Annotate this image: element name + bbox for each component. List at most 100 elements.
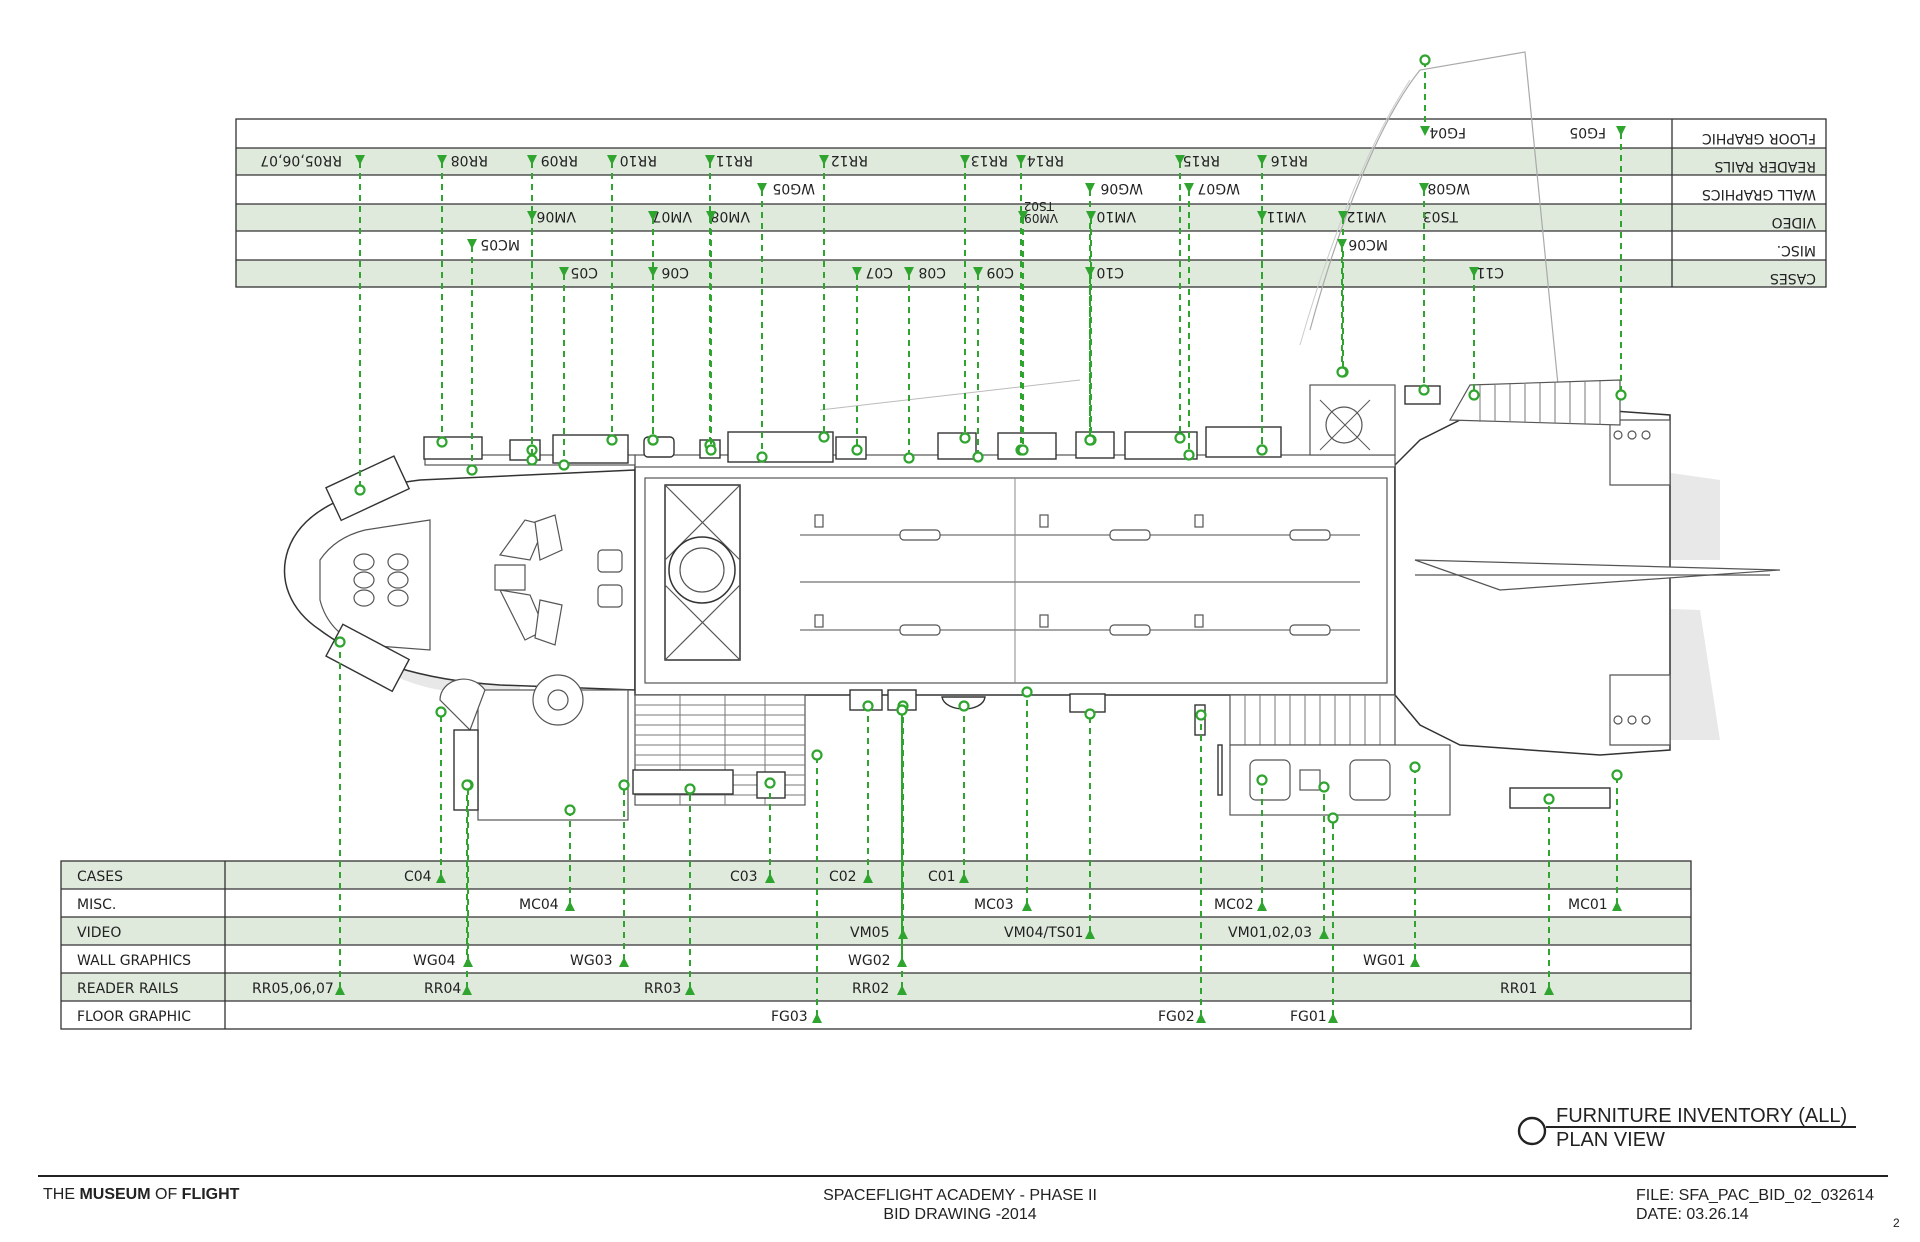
- item-location-marker: [466, 464, 478, 476]
- bottom-label-wg01: WG01: [1363, 953, 1406, 969]
- item-location-marker: [1327, 812, 1339, 824]
- item-location-marker: [958, 700, 970, 712]
- bottom-row-label-misc: MISC.: [77, 897, 116, 913]
- legend-line-1: FURNITURE INVENTORY (ALL): [1556, 1105, 1848, 1127]
- item-location-marker: [1615, 389, 1627, 401]
- leader-arrow: [1257, 901, 1267, 911]
- top-label-vm10: VM10: [1097, 208, 1136, 224]
- item-location-marker: [1256, 444, 1268, 456]
- leader-arrow: [1319, 929, 1329, 939]
- bottom-row-label-video: VIDEO: [77, 925, 121, 941]
- aft-stair-ramp-top: [1448, 379, 1621, 426]
- top-label-wg08: WG08: [1427, 180, 1470, 196]
- bottom-label-wg02: WG02: [848, 953, 891, 969]
- top-label-rr13: RR13: [971, 152, 1008, 168]
- top-row-label-wall-graphics: WALL GRAPHICS: [1702, 186, 1816, 202]
- leader-arrow: [1085, 929, 1095, 939]
- item-location-marker: [1409, 761, 1421, 773]
- bottom-label-c02: C02: [829, 869, 857, 885]
- top-label-rr12: RR12: [831, 152, 868, 168]
- bottom-label-c03: C03: [730, 869, 758, 885]
- leader-arrow: [819, 155, 829, 165]
- leader-arrow: [607, 155, 617, 165]
- item-location-marker: [1419, 54, 1431, 66]
- item-location-marker: [1256, 774, 1268, 786]
- leader-arrow: [863, 873, 873, 883]
- museum-name: THE MUSEUM OF FLIGHT: [43, 1186, 239, 1204]
- leader-arrow: [1420, 126, 1430, 136]
- leader-arrow: [527, 211, 537, 221]
- item-location-marker: [1611, 769, 1623, 781]
- bottom-label-vm01-02-03: VM01,02,03: [1228, 925, 1312, 941]
- item-location-marker: [435, 706, 447, 718]
- item-location-marker: [1543, 793, 1555, 805]
- item-location-marker: [461, 779, 473, 791]
- top-row-label-reader-rails: READER RAILS: [1714, 158, 1816, 174]
- leader-arrow: [1616, 126, 1626, 136]
- item-location-marker: [756, 451, 768, 463]
- top-label-rr15: RR15: [1183, 152, 1220, 168]
- bottom-label-vm04-ts01: VM04/TS01: [1004, 925, 1083, 941]
- top-label-fg05: FG05: [1569, 124, 1606, 140]
- leader-arrow: [1257, 211, 1267, 221]
- file-info: FILE: SFA_PAC_BID_02_032614 DATE: 03.26.…: [1636, 1186, 1874, 1224]
- item-location-marker: [862, 700, 874, 712]
- item-location-marker: [606, 434, 618, 446]
- top-label-c09: C09: [986, 264, 1014, 280]
- leader-arrow: [559, 267, 569, 277]
- item-location-marker: [1336, 366, 1348, 378]
- item-location-marker: [1195, 709, 1207, 721]
- item-location-marker: [1174, 432, 1186, 444]
- spacecraft-plan: [283, 51, 1781, 821]
- bottom-label-wg03: WG03: [570, 953, 613, 969]
- top-label-fg04: FG04: [1429, 124, 1466, 140]
- top-label-mc06: MC06: [1348, 236, 1388, 252]
- bottom-label-rr01: RR01: [1500, 981, 1537, 997]
- bottom-label-rr02: RR02: [852, 981, 889, 997]
- leader-arrow: [467, 239, 477, 249]
- docking-module: [664, 484, 741, 661]
- item-location-marker: [896, 704, 908, 716]
- item-location-marker: [1318, 781, 1330, 793]
- nose-thrusters: [353, 553, 409, 607]
- leader-arrow: [1022, 901, 1032, 911]
- leader-arrow: [1085, 183, 1095, 193]
- item-location-marker: [851, 444, 863, 456]
- file-date: DATE: 03.26.14: [1636, 1206, 1749, 1223]
- item-location-marker: [1183, 449, 1195, 461]
- leader-arrow: [1328, 1013, 1338, 1023]
- org-bold-flight: FLIGHT: [181, 1186, 240, 1203]
- item-location-marker: [647, 434, 659, 446]
- top-label-ts02: TS02: [1024, 199, 1055, 213]
- bottom-label-rr05-06-07: RR05,06,07: [252, 981, 334, 997]
- item-location-marker: [684, 783, 696, 795]
- top-label-ts03: TS03: [1423, 208, 1459, 224]
- leader-arrow: [527, 155, 537, 165]
- leader-arrow: [960, 155, 970, 165]
- bottom-row-label-reader-rails: READER RAILS: [77, 981, 179, 997]
- leader-arrow: [1016, 155, 1026, 165]
- bottom-label-fg02: FG02: [1158, 1009, 1195, 1025]
- item-location-marker: [618, 779, 630, 791]
- bottom-label-mc04: MC04: [519, 897, 559, 913]
- leader-arrow: [648, 267, 658, 277]
- top-label-c11: C11: [1476, 264, 1504, 280]
- leader-arrow: [335, 985, 345, 995]
- leader-arrow: [757, 183, 767, 193]
- leader-arrow: [685, 985, 695, 995]
- org-prefix: THE: [43, 1186, 80, 1203]
- leader-arrow: [852, 267, 862, 277]
- bottom-legend-table: CASES MISC. VIDEO WALL GRAPHICS READER R…: [60, 860, 1692, 1030]
- leader-arrow: [1469, 267, 1479, 277]
- item-location-marker: [705, 444, 717, 456]
- leader-arrow: [1410, 957, 1420, 967]
- leader-arrow: [437, 155, 447, 165]
- bottom-label-c04: C04: [404, 869, 432, 885]
- item-location-marker: [354, 484, 366, 496]
- item-location-marker: [972, 451, 984, 463]
- top-label-wg07: WG07: [1197, 180, 1240, 196]
- top-row-label-misc: MISC.: [1777, 242, 1816, 258]
- item-location-marker: [558, 459, 570, 471]
- stair-right: [1229, 694, 1396, 746]
